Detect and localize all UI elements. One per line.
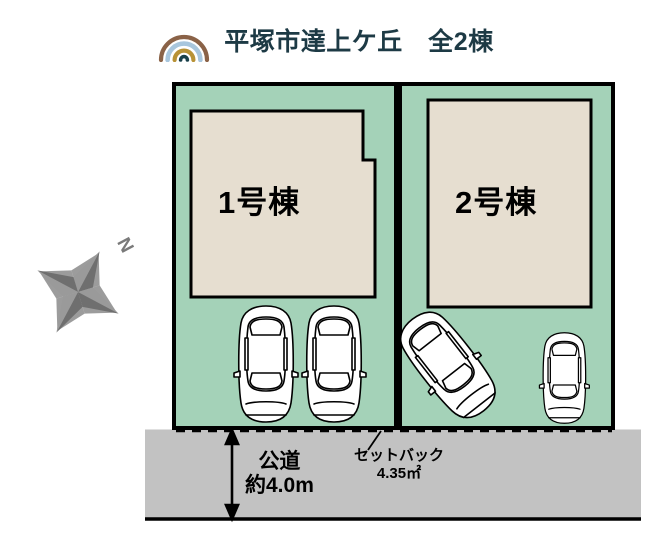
car-lot1-left	[233, 305, 299, 423]
compass-rose-icon: N	[32, 226, 140, 338]
car-lot1-right	[301, 305, 367, 423]
public-road-label-line2: 約4.0m	[245, 474, 314, 498]
setback-label-line2: 4.35㎡	[376, 465, 422, 482]
setback-label-line1: セットバック	[354, 447, 445, 464]
public-road-label-line1: 公道	[258, 450, 301, 473]
setback-label: セットバック 4.35㎡	[354, 447, 444, 483]
rainbow-icon	[158, 22, 210, 62]
public-road-label: 公道 約4.0m	[245, 450, 314, 498]
road-width-dimension	[224, 426, 240, 523]
figure-header: 平塚市達上ケ丘 全2棟	[0, 16, 652, 68]
lot-2-building	[426, 98, 593, 309]
lot-2-building-label: 2号棟	[455, 185, 538, 220]
page-title: 平塚市達上ケ丘 全2棟	[224, 27, 494, 56]
lot-1-building-label: 1号棟	[218, 185, 301, 220]
lot-1-building	[189, 109, 377, 299]
setback-leader-line	[367, 430, 382, 451]
car-lot2-right	[538, 332, 590, 424]
